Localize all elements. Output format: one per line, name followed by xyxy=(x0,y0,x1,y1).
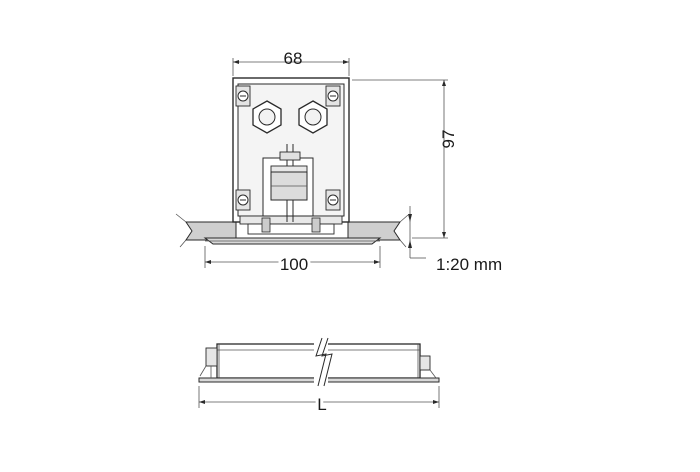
section-view: 68 97 1:20 mm 100 xyxy=(175,49,502,277)
dimension-flange-width xyxy=(204,246,381,268)
ceiling-slab xyxy=(175,213,409,248)
mounting-flange xyxy=(203,237,382,245)
break-symbol xyxy=(314,337,333,387)
corner-screw-top-left xyxy=(235,85,251,107)
dimension-width xyxy=(232,58,350,76)
terminal-block xyxy=(262,144,314,222)
corner-screw-bottom-left xyxy=(235,189,251,211)
dimension-flange-thickness xyxy=(408,206,426,259)
dimension-height xyxy=(352,79,448,239)
cable-gland-left xyxy=(252,100,282,134)
scale-label: 1:20 mm xyxy=(436,255,502,274)
side-clip-left xyxy=(199,347,218,378)
width-label: 68 xyxy=(284,49,303,68)
dimension-length xyxy=(198,386,440,408)
height-label: 97 xyxy=(439,130,458,149)
corner-screw-top-right xyxy=(325,85,341,107)
side-view: L xyxy=(198,337,440,417)
side-clip-right xyxy=(419,355,437,379)
corner-screw-bottom-right xyxy=(325,189,341,211)
flange-width-label: 100 xyxy=(280,255,308,274)
length-label: L xyxy=(317,395,326,414)
cable-gland-right xyxy=(298,100,328,134)
